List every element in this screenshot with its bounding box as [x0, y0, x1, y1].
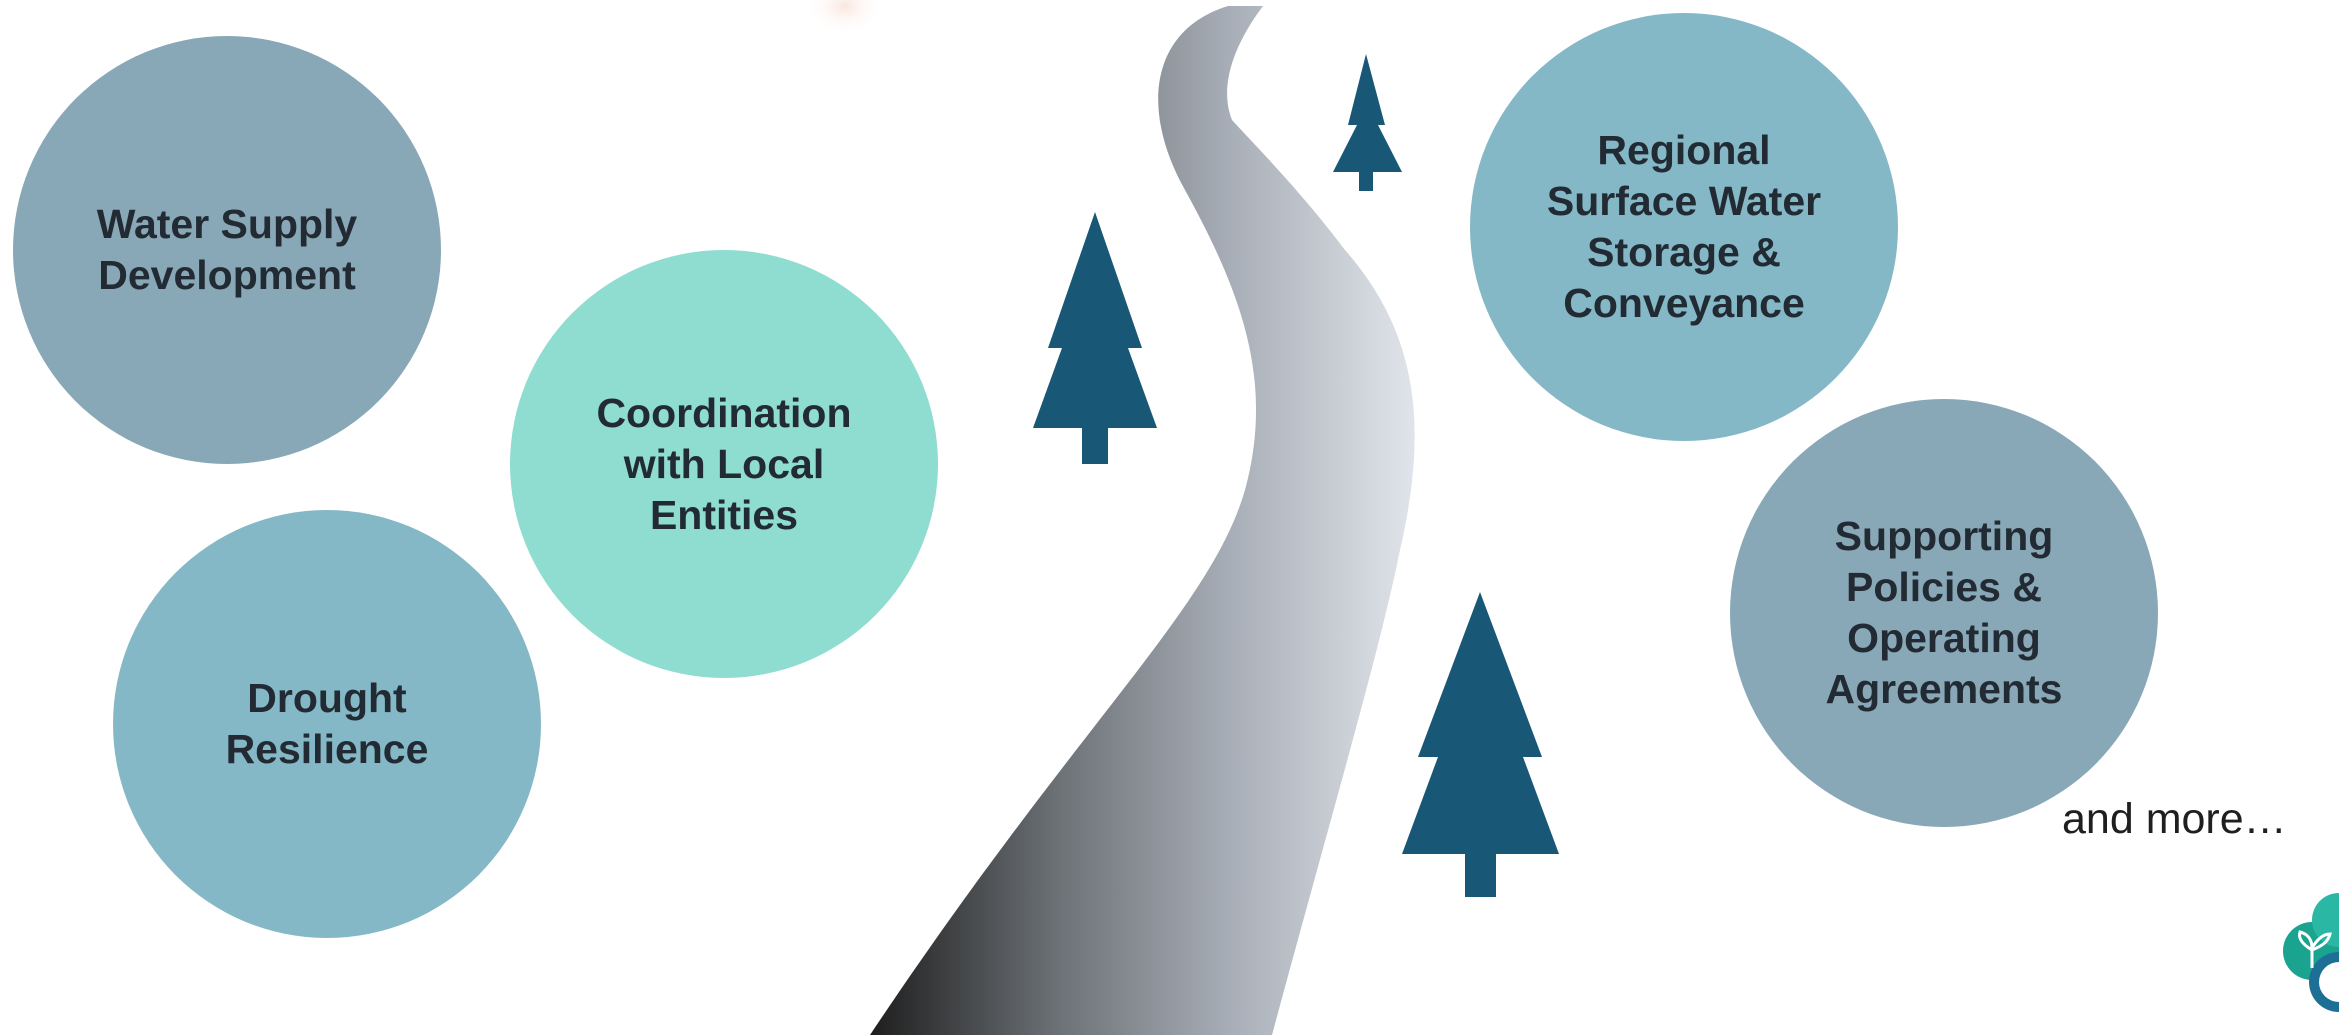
- bubble-label-water-supply: Water Supply Development: [96, 201, 358, 298]
- top-glow: [805, 0, 885, 36]
- winding-road: [870, 6, 1415, 1035]
- bubble-label-regional: Regional Surface Water Storage & Conveya…: [1546, 127, 1822, 326]
- pine-tree-icon: [1402, 592, 1559, 897]
- bubble-supporting-policies: Supporting Policies & Operating Agreemen…: [1730, 399, 2158, 827]
- and-more-text: and more…: [2062, 795, 2287, 843]
- bubble-label-coordination: Coordination with Local Entities: [596, 389, 852, 538]
- pine-tree-icon: [1033, 212, 1157, 464]
- bubble-water-supply-development: Water Supply Development: [13, 36, 441, 464]
- bubble-label-supporting: Supporting Policies & Operating Agreemen…: [1825, 513, 2063, 712]
- bubble-label-drought: Drought Resilience: [225, 675, 429, 772]
- bubble-drought-resilience: Drought Resilience: [113, 510, 541, 938]
- organization-logo-icon: [2283, 893, 2339, 1012]
- pine-tree-icon: [1333, 54, 1402, 191]
- bubble-coordination-local-entities: Coordination with Local Entities: [510, 250, 938, 678]
- bubble-regional-surface-water: Regional Surface Water Storage & Conveya…: [1470, 13, 1898, 441]
